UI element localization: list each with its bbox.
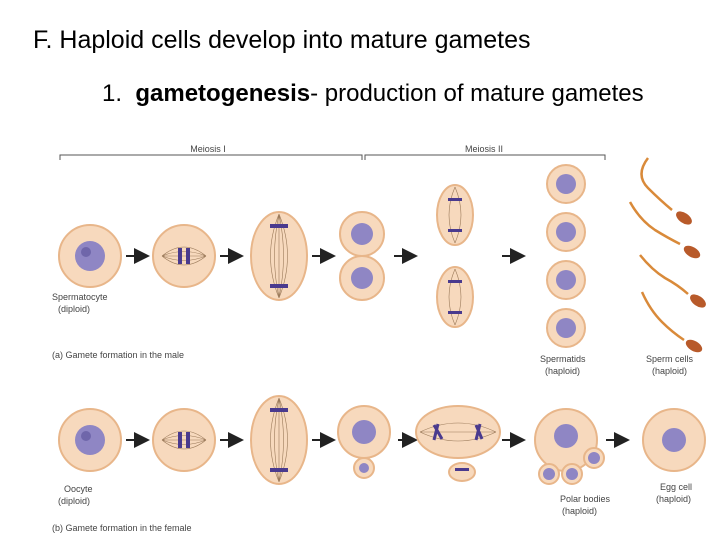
sperm-cells-label: Sperm cells bbox=[646, 354, 694, 364]
spermatocyte-cell bbox=[58, 224, 122, 288]
bullet-point: 1. gametogenesis- production of mature g… bbox=[102, 78, 662, 109]
point-term: gametogenesis bbox=[135, 80, 311, 107]
spermatid-cells bbox=[546, 164, 586, 348]
sperm-cells bbox=[628, 157, 706, 353]
male-caption: (a) Gamete formation in the male bbox=[52, 350, 184, 360]
spermatocyte-label: Spermatocyte bbox=[52, 292, 108, 302]
anaphase-1-cell bbox=[250, 211, 308, 301]
spermatocyte-ploidy: (diploid) bbox=[58, 304, 90, 314]
oocyte-label: Oocyte bbox=[64, 484, 93, 494]
egg-cell-label: Egg cell bbox=[660, 482, 692, 492]
gametogenesis-figure: Meiosis I Meiosis II Spermatocyte (diplo… bbox=[52, 144, 706, 533]
slide-title: F. Haploid cells develop into mature gam… bbox=[33, 26, 531, 54]
meiosis-2-label: Meiosis II bbox=[465, 144, 503, 154]
meiosis-2-bracket: Meiosis II bbox=[364, 144, 606, 160]
anaphase-1-cell bbox=[250, 395, 308, 485]
male-row: Spermatocyte (diploid) bbox=[52, 157, 706, 376]
oocyte-cell bbox=[58, 408, 122, 472]
oocyte-and-polar-bodies bbox=[534, 408, 605, 485]
metaphase-1-cell bbox=[152, 408, 216, 472]
oocyte-ploidy: (diploid) bbox=[58, 496, 90, 506]
meiosis-2-dividing-cells bbox=[415, 405, 501, 482]
sperm-cells-ploidy: (haploid) bbox=[652, 366, 687, 376]
telophase-1-cells bbox=[339, 211, 385, 301]
meiosis-1-label: Meiosis I bbox=[190, 144, 226, 154]
telophase-1-cells bbox=[337, 405, 391, 479]
spermatids-label: Spermatids bbox=[540, 354, 586, 364]
meiosis-2-dividing-cells bbox=[436, 184, 474, 328]
meiosis-1-bracket: Meiosis I bbox=[59, 144, 363, 160]
polar-bodies-label: Polar bodies bbox=[560, 494, 611, 504]
egg-cell-ploidy: (haploid) bbox=[656, 494, 691, 504]
egg-cell bbox=[642, 408, 706, 472]
spermatids-ploidy: (haploid) bbox=[545, 366, 580, 376]
point-definition: - production of mature gametes bbox=[310, 80, 644, 107]
metaphase-1-cell bbox=[152, 224, 216, 288]
female-row: Oocyte (diploid) bbox=[52, 395, 706, 533]
polar-bodies-ploidy: (haploid) bbox=[562, 506, 597, 516]
point-number: 1. bbox=[102, 80, 123, 107]
female-caption: (b) Gamete formation in the female bbox=[52, 523, 192, 533]
